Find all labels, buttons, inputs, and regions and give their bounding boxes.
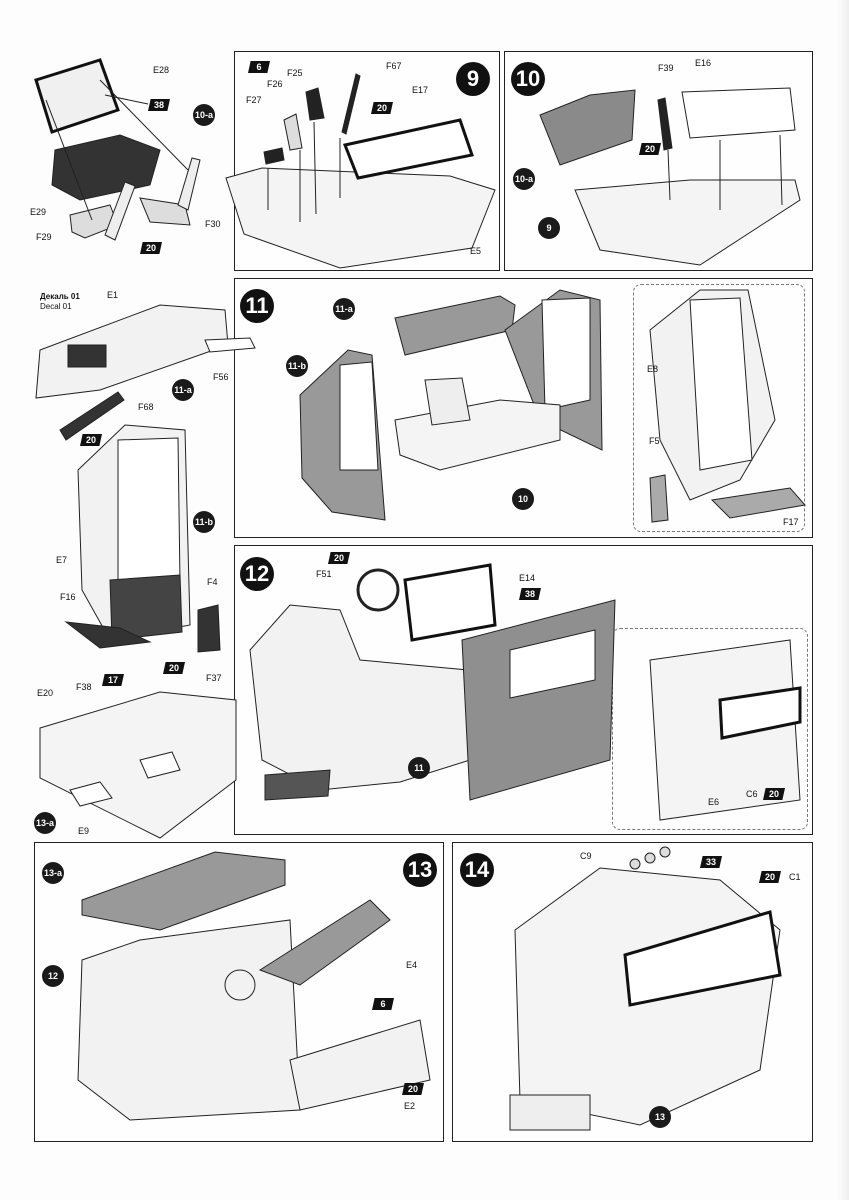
decal-subtitle: Decal 01 bbox=[40, 302, 72, 311]
step-10-number: 10 bbox=[511, 62, 545, 96]
part-label-e2: E2 bbox=[404, 1101, 416, 1111]
part-label-f37: F37 bbox=[206, 673, 222, 683]
door-panel-drawing bbox=[64, 424, 221, 653]
step-11-drawing bbox=[299, 289, 806, 523]
subassembly-ref-11b: 11-b bbox=[193, 511, 215, 533]
part-label-e29: E29 bbox=[30, 207, 47, 217]
part-label-f16: F16 bbox=[60, 592, 76, 602]
subassembly-ref-11b: 11-b bbox=[286, 355, 308, 377]
part-label-f17: F17 bbox=[783, 517, 799, 527]
part-label-f4: F4 bbox=[207, 577, 218, 587]
part-label-e7: E7 bbox=[56, 555, 68, 565]
step-11-detail-box bbox=[633, 284, 805, 532]
part-label-f38: F38 bbox=[76, 682, 92, 692]
part-label-e16: E16 bbox=[695, 58, 712, 68]
part-label-f30: F30 bbox=[205, 219, 221, 229]
subassembly-ref-10: 10 bbox=[512, 488, 534, 510]
page-edge-shadow bbox=[837, 0, 849, 1200]
part-label-e20: E20 bbox=[37, 688, 54, 698]
part-label-e9: E9 bbox=[78, 826, 90, 836]
part-label-f27: F27 bbox=[246, 95, 262, 105]
decal-title: Декаль 01 bbox=[40, 292, 80, 301]
subassembly-ref-11a: 11-a bbox=[172, 379, 194, 401]
part-label-e8: E8 bbox=[647, 364, 659, 374]
part-label-e14: E14 bbox=[519, 573, 536, 583]
step-13-drawing bbox=[77, 851, 431, 1121]
paint-ref-tag: 20 bbox=[759, 871, 781, 883]
part-label-f26: F26 bbox=[267, 79, 283, 89]
paint-ref-tag: 20 bbox=[402, 1083, 424, 1095]
step-9-drawing bbox=[225, 73, 496, 269]
paint-ref-tag: 38 bbox=[519, 588, 541, 600]
paint-ref-tag: 20 bbox=[328, 552, 350, 564]
part-label-e28: E28 bbox=[153, 65, 170, 75]
step-10-drawing bbox=[539, 87, 801, 266]
part-label-f25: F25 bbox=[287, 68, 303, 78]
paint-ref-tag: 20 bbox=[163, 662, 185, 674]
step-11-number: 11 bbox=[240, 289, 274, 323]
step-12-drawing bbox=[249, 563, 802, 821]
subassembly-ref-11: 11 bbox=[408, 757, 430, 779]
step-14-number: 14 bbox=[460, 853, 494, 887]
paint-ref-tag: 17 bbox=[102, 674, 124, 686]
part-label-e6: E6 bbox=[708, 797, 720, 807]
step-9-number: 9 bbox=[456, 62, 490, 96]
part-label-e5: E5 bbox=[470, 246, 482, 256]
subassembly-ref-10a: 10-a bbox=[193, 104, 215, 126]
part-label-f68: F68 bbox=[138, 402, 154, 412]
subassembly-ref-11a: 11-a bbox=[333, 298, 355, 320]
step-14-drawing bbox=[509, 846, 782, 1131]
subassembly-ref-10a: 10-a bbox=[513, 168, 535, 190]
part-label-f56: F56 bbox=[213, 372, 229, 382]
paint-ref-tag: 6 bbox=[248, 61, 270, 73]
part-label-f5: F5 bbox=[649, 436, 660, 446]
part-label-c1: C1 bbox=[789, 872, 801, 882]
subassembly-ref-13a: 13-a bbox=[42, 862, 64, 884]
step-13-number: 13 bbox=[403, 853, 437, 887]
part-label-f39: F39 bbox=[658, 63, 674, 73]
paint-ref-tag: 20 bbox=[80, 434, 102, 446]
part-label-e1: E1 bbox=[107, 290, 119, 300]
subassembly-ref-13: 13 bbox=[649, 1106, 671, 1128]
dashboard-drawing bbox=[35, 304, 256, 441]
part-label-f67: F67 bbox=[386, 61, 402, 71]
part-label-c6: C6 bbox=[746, 789, 758, 799]
part-label-e4: E4 bbox=[406, 960, 418, 970]
decal-note: Декаль 01 Decal 01 bbox=[40, 292, 80, 312]
step-12-number: 12 bbox=[240, 557, 274, 591]
paint-ref-tag: 20 bbox=[639, 143, 661, 155]
part-label-f51: F51 bbox=[316, 569, 332, 579]
step-12-detail-box bbox=[612, 628, 808, 830]
part-label-e17: E17 bbox=[412, 85, 429, 95]
paint-ref-tag: 6 bbox=[372, 998, 394, 1010]
paint-ref-tag: 38 bbox=[148, 99, 170, 111]
roof-interior-drawing bbox=[39, 691, 237, 839]
paint-ref-tag: 33 bbox=[700, 856, 722, 868]
part-label-c9: C9 bbox=[580, 851, 592, 861]
seat-assembly-drawing bbox=[34, 58, 201, 241]
paint-ref-tag: 20 bbox=[763, 788, 785, 800]
paint-ref-tag: 20 bbox=[371, 102, 393, 114]
subassembly-ref-12: 12 bbox=[42, 965, 64, 987]
part-label-f29: F29 bbox=[36, 232, 52, 242]
paint-ref-tag: 20 bbox=[140, 242, 162, 254]
subassembly-ref-9: 9 bbox=[538, 217, 560, 239]
subassembly-ref-13a: 13-a bbox=[34, 812, 56, 834]
